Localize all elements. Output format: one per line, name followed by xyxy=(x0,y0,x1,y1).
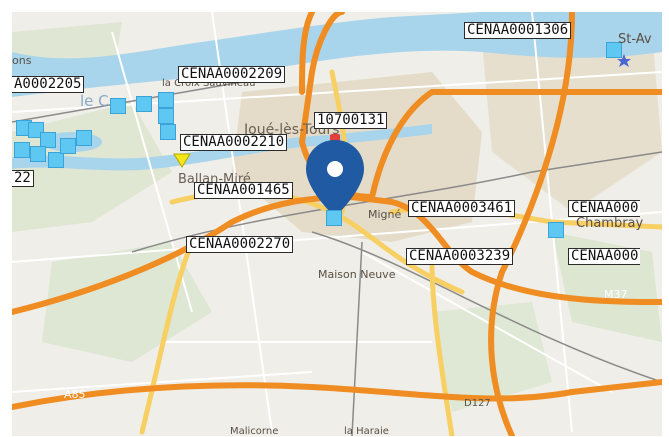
triangle-marker-icon[interactable] xyxy=(173,153,191,168)
station-label[interactable]: CENAA001465 xyxy=(194,182,293,199)
place-la-haraie: la Haraie xyxy=(344,426,389,436)
station-marker[interactable] xyxy=(110,98,126,114)
road-m37: M37 xyxy=(604,288,628,301)
place-malicorne: Malicorne xyxy=(230,426,279,436)
place-la-croix: la Croix Sauvineau xyxy=(162,78,256,89)
map-view[interactable]: St-Av ons le C la Croix Sauvineau Joué-l… xyxy=(12,12,662,436)
station-label[interactable]: CENAA0002270 xyxy=(186,236,294,253)
station-label[interactable]: CENAA0002209 xyxy=(178,66,286,83)
place-chambray: Chambray xyxy=(576,216,644,231)
place-ons: ons xyxy=(12,54,32,67)
place-maison-neuve: Maison Neuve xyxy=(318,268,396,281)
station-marker[interactable] xyxy=(158,108,174,124)
station-marker[interactable] xyxy=(30,146,46,162)
station-label[interactable]: CENAA0001306 xyxy=(464,22,572,39)
road-a85: A85 xyxy=(64,388,86,401)
station-marker[interactable] xyxy=(326,210,342,226)
station-marker[interactable] xyxy=(548,222,564,238)
station-marker[interactable] xyxy=(40,132,56,148)
road-d127: D127 xyxy=(464,398,491,409)
station-marker[interactable] xyxy=(160,124,176,140)
station-marker[interactable] xyxy=(76,130,92,146)
station-label[interactable]: CENAA0003461 xyxy=(408,200,516,217)
star-icon xyxy=(617,54,631,67)
place-st-av: St-Av xyxy=(618,32,652,47)
station-label[interactable]: A0002205 xyxy=(12,76,85,93)
station-marker[interactable] xyxy=(14,142,30,158)
station-marker[interactable] xyxy=(158,92,174,108)
station-marker[interactable] xyxy=(606,42,622,58)
station-marker[interactable] xyxy=(48,152,64,168)
location-pin-icon[interactable] xyxy=(306,140,364,217)
station-label[interactable]: CENAA0003239 xyxy=(406,248,514,265)
station-marker[interactable] xyxy=(60,138,76,154)
station-marker[interactable] xyxy=(136,96,152,112)
station-label[interactable]: 22 xyxy=(12,170,34,187)
station-label[interactable]: CENAA000 xyxy=(568,248,641,265)
station-label[interactable]: CENAA000 xyxy=(568,200,641,217)
place-le-c: le C xyxy=(80,92,109,110)
place-mignon: Migné xyxy=(368,208,402,221)
station-label[interactable]: 10700131 xyxy=(314,112,388,129)
station-label[interactable]: CENAA0002210 xyxy=(180,134,288,151)
